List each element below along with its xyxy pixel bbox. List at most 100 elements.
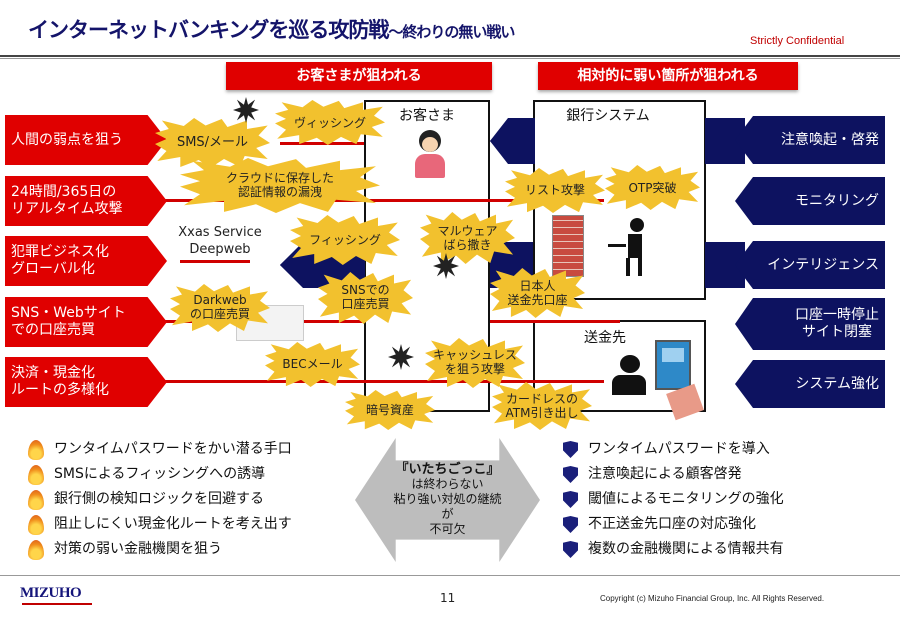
flame-icon [28, 464, 44, 485]
attack-list: リスト攻撃 [524, 183, 585, 197]
attack-text: Deepweb [189, 242, 251, 257]
defense-label: 注意喚起・啓発 [781, 131, 879, 148]
list-item: 対策の弱い金融機関を狙う [28, 537, 292, 562]
shield-icon [563, 441, 578, 458]
center-text: 粘り強い対処の継続が [393, 492, 502, 521]
malware-virus-icon [233, 97, 259, 123]
attack-otp-bypass: OTP突破 [628, 181, 677, 195]
defense-awareness: 注意喚起・啓発 [735, 116, 885, 164]
attack-text: 日本人 [519, 279, 556, 293]
list-item-text: 注意喚起による顧客啓発 [588, 466, 742, 482]
defense-label: 口座一時停止 [795, 307, 879, 323]
attack-line [364, 199, 604, 202]
shield-icon [563, 466, 578, 483]
list-item: 注意喚起による顧客啓発 [563, 462, 784, 487]
firewall-icon [552, 215, 584, 277]
attack-text: マルウェア [437, 224, 498, 238]
flame-icon [28, 539, 44, 560]
list-item: SMSによるフィッシングへの誘導 [28, 462, 292, 487]
confidential-label: Strictly Confidential [750, 35, 845, 47]
banner-customers-targeted: お客さまが狙われる [226, 62, 492, 90]
threat-label: グローバル化 [11, 261, 95, 277]
defense-measures-list: ワンタイムパスワードを導入 注意喚起による顧客啓発 閾値によるモニタリングの強化… [563, 437, 784, 562]
list-item-text: 対策の弱い金融機関を狙う [54, 541, 222, 557]
threat-label: 決済・現金化 [11, 365, 95, 381]
defense-label: サイト閉塞 [802, 324, 872, 340]
threat-realtime: 24時間/365日のリアルタイム攻撃 [5, 176, 167, 226]
attack-line [490, 320, 620, 323]
attack-text: SNSでの [341, 283, 390, 297]
bank-operator-icon [608, 218, 658, 276]
defense-label: システム強化 [795, 375, 879, 392]
attack-arrow [280, 142, 405, 145]
title-main: インターネットバンキングを巡る攻防戦 [28, 18, 389, 42]
thief-icon [612, 355, 648, 395]
defense-account-suspension: 口座一時停止サイト閉塞 [735, 298, 885, 350]
attack-text: クラウドに保存した [225, 171, 334, 185]
header-rule-thin [0, 58, 900, 59]
footer-rule [0, 575, 900, 576]
defense-monitoring: モニタリング [735, 177, 885, 225]
list-item: ワンタイムパスワードをかい潜る手口 [28, 437, 292, 462]
attack-phishing: フィッシング [309, 233, 381, 247]
logo-underline [22, 603, 92, 605]
customer-label: お客さま [399, 108, 455, 124]
attacker-tactics-list: ワンタイムパスワードをかい潜る手口 SMSによるフィッシングへの誘導 銀行側の検… [28, 437, 292, 562]
defense-intelligence: インテリジェンス [735, 241, 885, 289]
shield-icon [563, 541, 578, 558]
slide-title: インターネットバンキングを巡る攻防戦～終わりの無い戦い [28, 14, 515, 44]
threat-human-weakness: 人間の弱点を狙う [5, 115, 167, 165]
attack-text: 口座売買 [341, 297, 390, 311]
attack-cloud-leak: クラウドに保存した認証情報の漏洩 [180, 171, 380, 199]
list-item: 閾値によるモニタリングの強化 [563, 487, 784, 512]
shield-icon [563, 491, 578, 508]
flame-icon [28, 439, 44, 460]
customer-person-icon [412, 130, 448, 180]
page-number: 11 [440, 591, 456, 605]
list-item: ワンタイムパスワードを導入 [563, 437, 784, 462]
list-item: 複数の金融機関による情報共有 [563, 537, 784, 562]
list-item: 不正送金先口座の対応強化 [563, 512, 784, 537]
threat-label: SNS・Webサイト [11, 305, 126, 321]
banner-weak-points-targeted: 相対的に弱い箇所が狙われる [538, 62, 798, 90]
attack-text: ATM引き出し [505, 406, 579, 420]
list-item: 阻止しにくい現金化ルートを考え出す [28, 512, 292, 537]
attack-sms-mail: SMS/メール [176, 135, 249, 150]
attack-text: 送金先口座 [507, 293, 568, 307]
attack-japanese-account: 日本人送金先口座 [490, 279, 585, 307]
attack-text: Xxas Service [178, 225, 262, 240]
shield-icon [563, 516, 578, 533]
attack-text: の口座売買 [189, 307, 250, 321]
attack-text: キャッシュレス [433, 348, 517, 362]
awareness-band-tip [490, 118, 535, 164]
defense-label: モニタリング [795, 192, 879, 209]
attack-malware: マルウェアばら撒き [420, 224, 515, 252]
center-text: 『いたちごっこ』 [395, 462, 500, 477]
threat-cashout-routes: 決済・現金化ルートの多様化 [5, 357, 167, 407]
list-item-text: 不正送金先口座の対応強化 [588, 516, 756, 532]
attack-text: 認証情報の漏洩 [237, 185, 322, 199]
attack-line [364, 380, 604, 383]
list-item-text: 銀行側の検知ロジックを回避する [54, 491, 264, 507]
list-item: 銀行側の検知ロジックを回避する [28, 487, 292, 512]
flame-icon [28, 489, 44, 510]
list-item-text: 閾値によるモニタリングの強化 [588, 491, 784, 507]
attack-crypto: 暗号資産 [365, 403, 414, 417]
attack-text: Darkweb [193, 293, 247, 307]
bank-system-label: 銀行システム [566, 108, 650, 124]
attack-text: カードレスの [505, 392, 578, 406]
payee-label: 送金先 [584, 330, 626, 346]
center-text: は終わらない [411, 477, 484, 491]
attack-sns-trading: SNSでの口座売買 [318, 283, 413, 311]
center-text: 不可欠 [429, 522, 466, 536]
threat-label: ルートの多様化 [11, 382, 109, 398]
list-item-text: SMSによるフィッシングへの誘導 [54, 466, 266, 482]
list-item-text: ワンタイムパスワードを導入 [588, 441, 770, 457]
defense-system-hardening: システム強化 [735, 360, 885, 408]
attack-cashless: キャッシュレスを狙う攻撃 [425, 348, 525, 376]
list-item-text: 複数の金融機関による情報共有 [588, 541, 784, 557]
cat-and-mouse-text: 『いたちごっこ』 は終わらない 粘り強い対処の継続が 不可欠 [390, 462, 505, 537]
attack-bec-mail: BECメール [282, 357, 343, 371]
threat-account-trading: SNS・Webサイトでの口座売買 [5, 297, 167, 347]
threat-crime-business: 犯罪ビジネス化グローバル化 [5, 236, 167, 286]
